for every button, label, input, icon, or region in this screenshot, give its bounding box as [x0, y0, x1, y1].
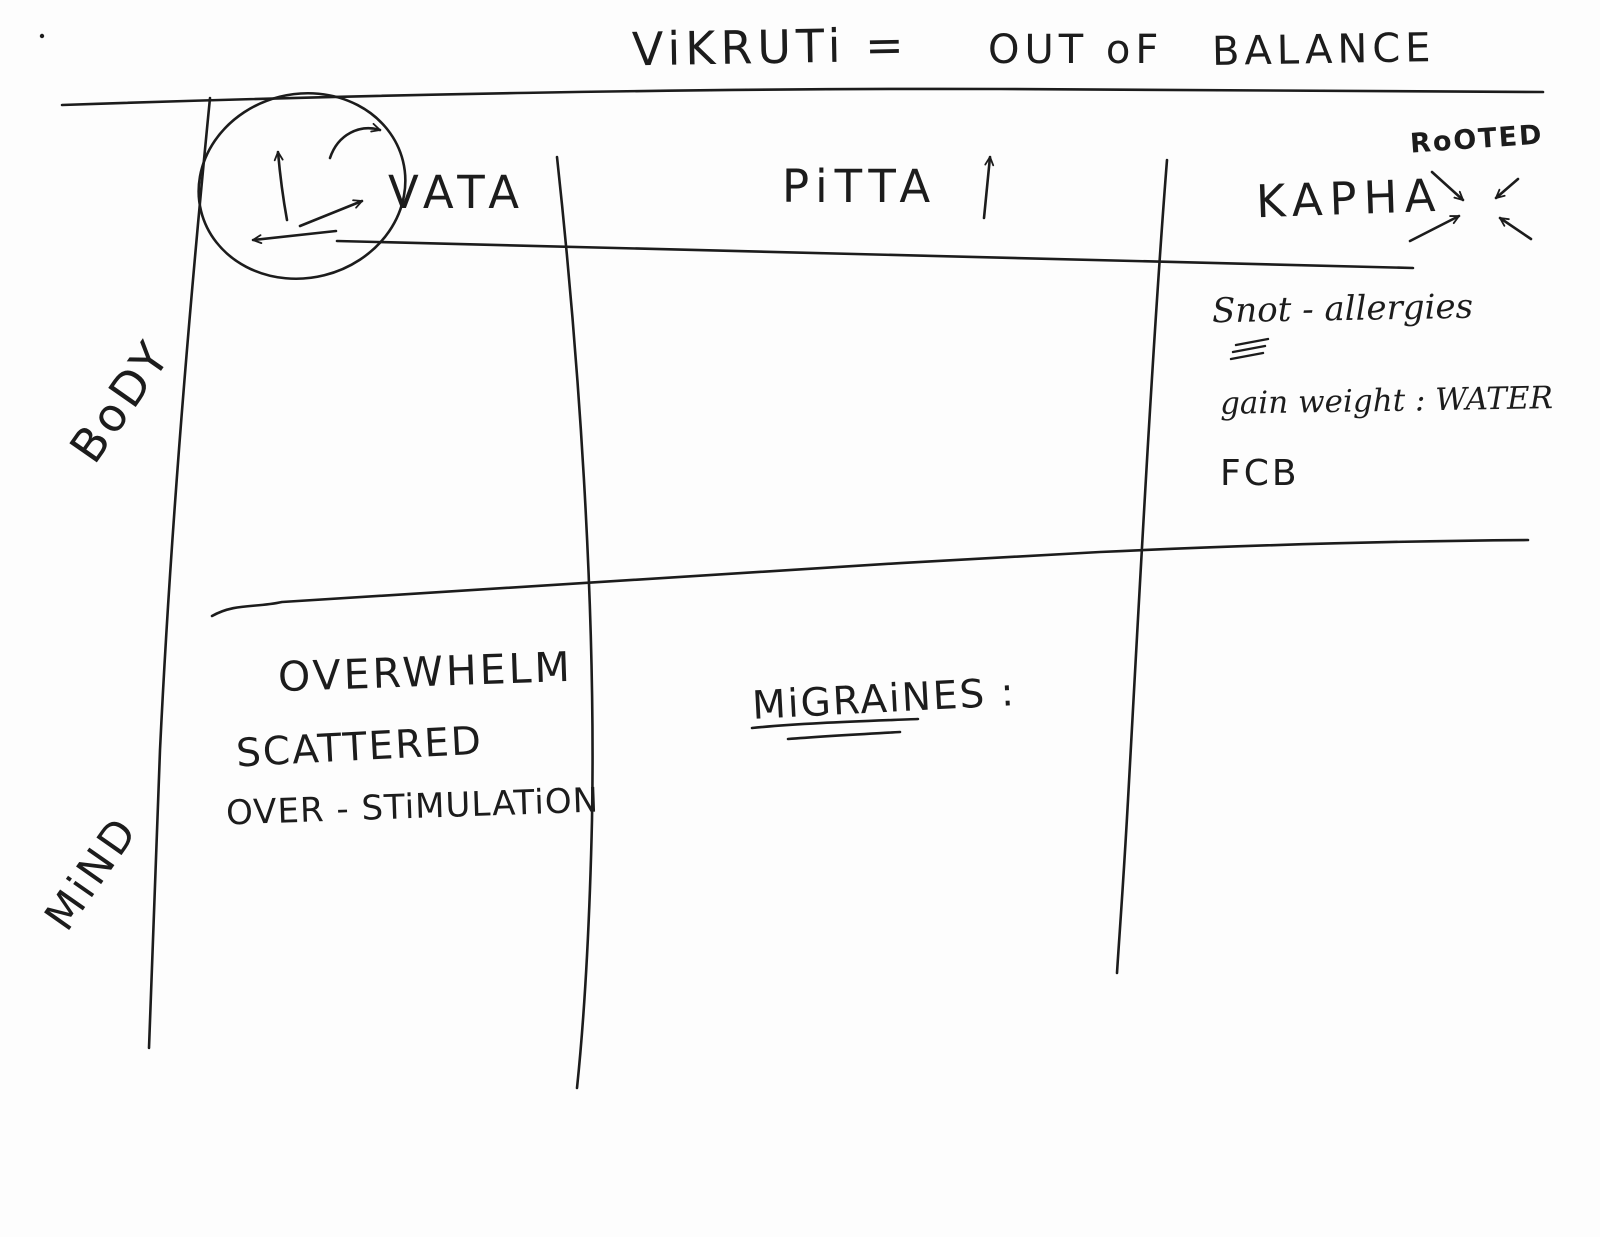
column-header-pitta: PiTTA	[782, 160, 938, 213]
column-header-vata: VATA	[388, 166, 526, 219]
column-divider-vata-pitta	[555, 155, 594, 1090]
note-overwhelm: OVERWHELM	[277, 642, 574, 702]
vata-up-arrow-icon	[273, 150, 289, 222]
title-out-of: OUT oF	[988, 27, 1164, 73]
kapha-up-left-arrow-icon	[1498, 216, 1533, 241]
note-fcb: FCB	[1220, 453, 1300, 494]
snot-emphasis-marks	[1229, 337, 1270, 361]
note-snot-allergies: Snot - allergies	[1211, 286, 1474, 332]
kapha-up-right-arrow-icon	[1408, 214, 1461, 243]
vata-circle-annotation	[197, 91, 407, 281]
title-vikruti: ViKRUTi =	[631, 17, 910, 77]
title-balance: BALANCE	[1211, 25, 1436, 75]
top-boundary-line	[60, 87, 1545, 107]
vata-diagonal-arrow-icon	[298, 199, 364, 228]
kapha-down-right-arrow-icon	[1430, 170, 1465, 202]
migraines-underline	[750, 717, 920, 741]
left-axis-line	[147, 96, 212, 1050]
vata-left-arrow-icon	[251, 229, 338, 245]
pitta-up-arrow-icon	[982, 155, 995, 220]
row-divider-line	[210, 538, 1530, 618]
header-underline-line	[335, 239, 1415, 270]
column-header-kapha: KAPHA	[1255, 168, 1444, 229]
note-gain-weight-water: gain weight : WATER	[1219, 380, 1554, 422]
stray-ink-dot	[39, 33, 45, 39]
kapha-down-left-arrow-icon	[1494, 177, 1520, 200]
column-divider-pitta-kapha	[1115, 158, 1169, 975]
vata-curved-arrow-icon	[328, 122, 382, 160]
